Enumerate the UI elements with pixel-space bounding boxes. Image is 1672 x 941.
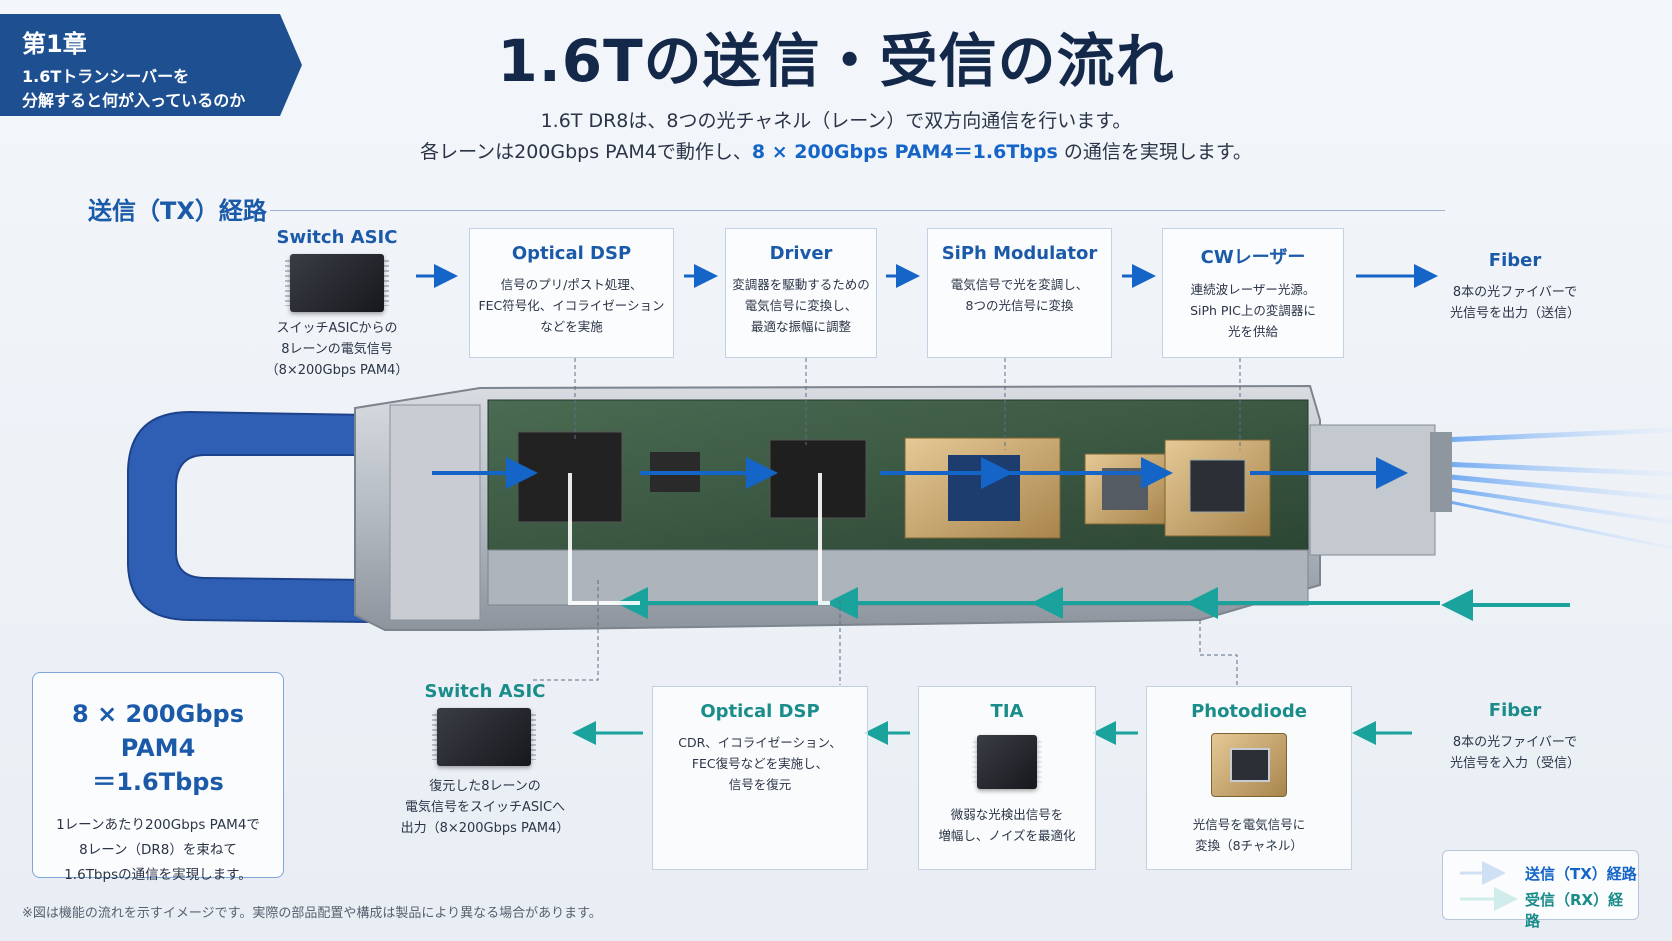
legend-rx-label: 受信（RX）経路 [1525,891,1624,930]
tx-switch-asic-desc: スイッチASICからの 8レーンの電気信号 （8×200Gbps PAM4） [247,318,427,381]
tx-fiber-desc: 8本の光ファイバーで 光信号を出力（送信） [1430,282,1600,324]
rx-tia-box: TIA 微弱な光検出信号を 増幅し、ノイズを最適化 [918,686,1096,870]
tx-driver-box: Driver 変調器を駆動するための 電気信号に変換し、 最適な振幅に調整 [725,228,877,358]
rx-optical-dsp-desc2: FEC復号などを実施し、 [691,756,829,771]
rx-fiber-desc: 8本の光ファイバーで 光信号を入力（受信） [1430,732,1600,774]
intro-line1: 1.6T DR8は、8つの光チャネル（レーン）で双方向通信を行います。 [540,110,1132,132]
rx-fiber-desc2: 光信号を入力（受信） [1449,756,1580,771]
tx-heading-divider [270,210,1445,211]
tx-siph-modulator-box: SiPh Modulator 電気信号で光を変調し、 8つの光信号に変換 [927,228,1112,358]
pcb-components [517,431,1271,539]
summary-line2: ＝1.6Tbps [92,768,224,796]
rx-photodiode-box: Photodiode 光信号を電気信号に 変換（8チャネル） [1146,686,1352,870]
rx-switch-asic-chip-icon [432,708,536,766]
chapter-subtitle-line2: 分解すると何が入っているのか [22,91,246,110]
tx-cw-laser-desc2: SiPh PIC上の変調器に [1190,303,1316,318]
tx-cw-laser-desc1: 連続波レーザー光源。 [1190,282,1316,297]
rx-photodiode-title: Photodiode [1191,701,1307,722]
tx-driver-title: Driver [769,243,833,264]
tx-driver-desc1: 変調器を駆動するための [732,277,870,292]
tx-optical-dsp-desc3: などを実施 [540,319,603,334]
pull-tab [127,410,371,624]
rx-tia-title: TIA [990,701,1024,722]
legend-box: 送信（TX）経路 受信（RX）経路 [1442,850,1639,930]
summary-desc1: 1レーンあたり200Gbps PAM4で [56,817,260,833]
tx-optical-dsp-title: Optical DSP [511,243,632,264]
rx-optical-dsp-desc1: CDR、イコライゼーション、 [678,735,842,750]
footnote: ※図は機能の流れを示すイメージです。実際の部品配置や構成は製品により異なる場合が… [22,906,602,921]
summary-desc2: 8レーン（DR8）を束ねて [79,842,237,858]
summary-desc3: 1.6Tbpsの通信を実現します。 [64,867,252,883]
switch-asic-chip-icon [285,254,389,312]
tx-optical-dsp-box: Optical DSP 信号のプリ/ポスト処理、 FEC符号化、イコライゼーショ… [469,228,674,358]
rx-switch-asic-desc3: 出力（8×200Gbps PAM4） [400,821,570,836]
rx-switch-asic-desc1: 復元した8レーンの [429,779,541,794]
tx-switch-asic-desc2: 8レーンの電気信号 [281,342,393,357]
chapter-subtitle-line1: 1.6Tトランシーバーを [22,67,190,86]
tx-driver-desc3: 最適な振幅に調整 [750,319,851,334]
tx-heading: 送信（TX）経路 [88,197,267,225]
rx-fiber-desc1: 8本の光ファイバーで [1452,735,1578,750]
tx-siph-modulator-title: SiPh Modulator [941,243,1098,264]
tx-switch-asic-title: Switch ASIC [276,227,398,248]
rx-signal-path [568,473,1570,621]
tx-optical-dsp-desc1: 信号のプリ/ポスト処理、 [500,277,643,292]
rx-photodiode-desc2: 変換（8チャネル） [1195,838,1303,853]
tia-chip-icon [972,735,1042,789]
leader-lines [530,358,1241,685]
rx-optical-dsp-desc3: 信号を復元 [728,777,792,792]
chapter-label: 第1章 [22,30,87,58]
tx-siph-modulator-desc2: 8つの光信号に変換 [965,298,1074,313]
rx-photodiode-desc1: 光信号を電気信号に [1192,817,1306,832]
rx-switch-asic-title: Switch ASIC [424,681,546,702]
rx-switch-asic-desc: 復元した8レーンの 電気信号をスイッチASICへ 出力（8×200Gbps PA… [385,776,585,839]
rx-switch-asic-desc2: 電気信号をスイッチASICへ [404,800,566,815]
chapter-badge: 第1章 1.6Tトランシーバーを 分解すると何が入っているのか [0,14,302,116]
tx-cw-laser-title: CWレーザー [1200,247,1306,268]
rx-tia-desc1: 微弱な光検出信号を [950,807,1064,822]
tx-fiber-title: Fiber [1488,250,1542,271]
tx-siph-modulator-desc1: 電気信号で光を変調し、 [950,277,1089,292]
intro-line2: 各レーンは200Gbps PAM4で動作し、8 × 200Gbps PAM4＝1… [0,137,1672,164]
tx-switch-asic-desc1: スイッチASICからの [276,321,398,336]
fiber-bundle [1439,427,1672,550]
intro-line2-after: の通信を実現します。 [1057,141,1252,163]
tx-switch-asic-desc3: （8×200Gbps PAM4） [265,363,409,378]
tx-optical-dsp-desc2: FEC符号化、イコライゼーション [478,298,665,313]
tx-driver-desc2: 電気信号に変換し、 [744,298,858,313]
tx-cw-laser-box: CWレーザー 連続波レーザー光源。 SiPh PIC上の変調器に 光を供給 [1162,228,1344,358]
rx-optical-dsp-title: Optical DSP [700,701,820,722]
intro-line2-highlight: 8 × 200Gbps PAM4＝1.6Tbps [751,141,1058,163]
intro-line2-before: 各レーンは200Gbps PAM4で動作し、 [420,141,752,163]
page-title: 1.6Tの送信・受信の流れ [497,27,1175,95]
tx-cw-laser-desc3: 光を供給 [1227,324,1278,339]
summary-box: 8 × 200Gbps PAM4 ＝1.6Tbps 1レーンあたり200Gbps… [32,672,284,883]
photodiode-icon [1211,733,1287,797]
tx-fiber-desc2: 光信号を出力（送信） [1449,306,1580,321]
rx-tia-desc2: 増幅し、ノイズを最適化 [938,828,1076,843]
legend-tx-label: 送信（TX）経路 [1525,865,1637,883]
tx-fiber-desc1: 8本の光ファイバーで [1452,285,1578,300]
rx-optical-dsp-box: Optical DSP CDR、イコライゼーション、 FEC復号などを実施し、 … [652,686,868,870]
summary-line1: 8 × 200Gbps PAM4 [72,700,244,762]
rx-fiber-title: Fiber [1488,700,1542,721]
